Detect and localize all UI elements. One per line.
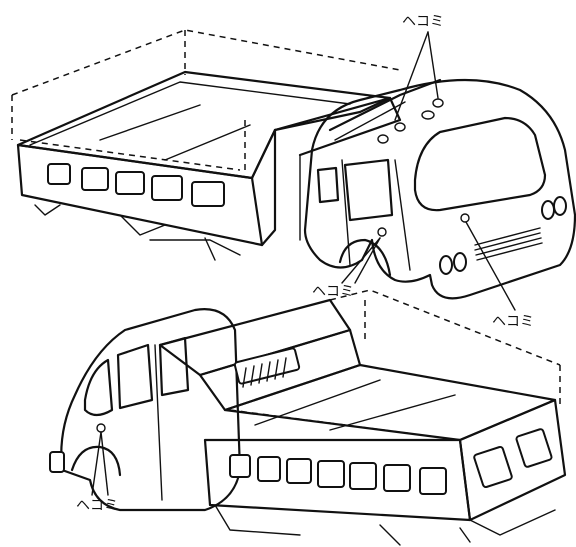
top-truck-leader-lines bbox=[341, 31, 516, 311]
dent-label-door-bottom: ヘコミ bbox=[76, 498, 118, 514]
top-truck-dashed-outline bbox=[11, 29, 401, 171]
bottom-truck-cab bbox=[49, 308, 242, 512]
dent-label-front: ヘコミ bbox=[492, 314, 534, 330]
bottom-truck bbox=[49, 289, 567, 546]
bottom-truck-leader-lines bbox=[91, 431, 109, 496]
dent-label-door-top: ヘコミ bbox=[312, 284, 354, 300]
top-truck-cab bbox=[303, 78, 576, 300]
bottom-truck-dashed-outline bbox=[229, 289, 561, 441]
callout-labels: ヘコミ ヘコミ ヘコミ ヘコミ bbox=[76, 14, 534, 514]
dent-label-roof: ヘコミ bbox=[402, 14, 444, 30]
bottom-truck-bed bbox=[158, 298, 567, 546]
top-truck-bed bbox=[16, 70, 402, 261]
top-truck bbox=[11, 29, 576, 311]
